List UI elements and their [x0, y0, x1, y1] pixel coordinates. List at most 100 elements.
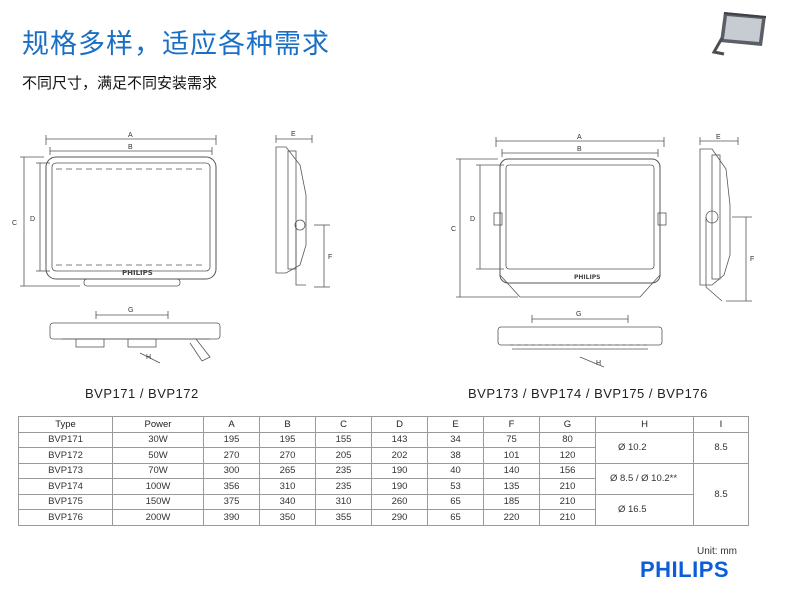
- col-header: A: [203, 416, 260, 433]
- col-header: Type: [18, 416, 113, 433]
- cell-b: 340: [259, 493, 316, 510]
- cell-d: 202: [371, 447, 428, 464]
- cell-power: 100W: [112, 478, 204, 495]
- dim-label-left-e: E: [291, 131, 296, 138]
- cell-a: 375: [203, 493, 260, 510]
- cell-c: 310: [315, 493, 372, 510]
- right-brand-mark: PHILIPS: [574, 274, 600, 281]
- cell-c: 155: [315, 431, 372, 448]
- philips-logo: PHILIPS: [640, 557, 730, 582]
- dim-label-left-f: F: [328, 254, 332, 261]
- dim-label-right-d: D: [470, 216, 475, 223]
- cell-d: 290: [371, 509, 428, 526]
- dimension-drawings: PHILIPS PHILIPS: [12, 131, 754, 368]
- cell-d: 260: [371, 493, 428, 510]
- cell-power: 30W: [112, 431, 204, 448]
- cell-d: 143: [371, 431, 428, 448]
- dim-label-right-h: H: [596, 360, 601, 367]
- cell-c: 235: [315, 462, 372, 479]
- cell-e: 40: [427, 462, 484, 479]
- cell-type: BVP172: [18, 447, 113, 464]
- cell-type: BVP175: [18, 493, 113, 510]
- dim-label-left-g: G: [128, 307, 133, 314]
- col-header: E: [427, 416, 484, 433]
- cell-g: 210: [539, 493, 596, 510]
- cell-e: 65: [427, 493, 484, 510]
- cell-a: 270: [203, 447, 260, 464]
- cell-power: 70W: [112, 462, 204, 479]
- cell-h: Ø 16.5: [595, 493, 694, 526]
- cell-f: 101: [483, 447, 540, 464]
- caption-bvp171-172: BVP171 / BVP172: [85, 386, 199, 401]
- cell-i: 8.5: [693, 462, 749, 526]
- spec-table: Type Power A B C D E F G H I BVP171 30W …: [18, 416, 749, 526]
- dim-label-right-c: C: [451, 226, 456, 233]
- table-row: BVP172 50W 270 270 205 202 38 101 120: [18, 447, 749, 464]
- page-subtitle: 不同尺寸，满足不同安装需求: [22, 74, 218, 92]
- cell-g: 210: [539, 478, 596, 495]
- cell-i: 8.5: [693, 431, 749, 464]
- dim-label-left-d: D: [30, 216, 35, 223]
- table-row: BVP175 150W 375 340 310 260 65 185 210 Ø…: [18, 493, 749, 526]
- col-header: D: [371, 416, 428, 433]
- cell-a: 356: [203, 478, 260, 495]
- cell-h: Ø 8.5 / Ø 10.2**: [595, 462, 694, 495]
- unit-label: Unit: mm: [697, 546, 737, 557]
- page-title: 规格多样，适应各种需求: [22, 29, 330, 60]
- cell-d: 190: [371, 478, 428, 495]
- cell-a: 195: [203, 431, 260, 448]
- dim-label-left-a: A: [128, 132, 133, 139]
- col-header: F: [483, 416, 540, 433]
- cell-b: 350: [259, 509, 316, 526]
- cell-power: 200W: [112, 509, 204, 526]
- dim-label-right-g: G: [576, 311, 581, 318]
- col-header: G: [539, 416, 596, 433]
- left-side-view: [275, 135, 330, 288]
- col-header: Power: [112, 416, 204, 433]
- cell-g: 210: [539, 509, 596, 526]
- right-bottom-view: [497, 315, 663, 368]
- cell-b: 265: [259, 462, 316, 479]
- table-row: BVP176 200W 390 350 355 290 65 220 210: [18, 509, 749, 526]
- dimension-letters: AB CD EF GH AB CD EF GH: [12, 131, 754, 367]
- cell-c: 205: [315, 447, 372, 464]
- cell-g: 120: [539, 447, 596, 464]
- cell-a: 390: [203, 509, 260, 526]
- cell-e: 53: [427, 478, 484, 495]
- right-front-view: PHILIPS: [456, 137, 667, 298]
- cell-f: 185: [483, 493, 540, 510]
- cell-f: 135: [483, 478, 540, 495]
- cell-d: 190: [371, 462, 428, 479]
- dim-label-left-c: C: [12, 220, 17, 227]
- cell-f: 75: [483, 431, 540, 448]
- cell-c: 235: [315, 478, 372, 495]
- dim-label-right-b: B: [577, 146, 582, 153]
- col-header: I: [693, 416, 749, 433]
- cell-type: BVP176: [18, 509, 113, 526]
- cell-b: 195: [259, 431, 316, 448]
- cell-power: 150W: [112, 493, 204, 510]
- cell-e: 34: [427, 431, 484, 448]
- cell-f: 220: [483, 509, 540, 526]
- cell-f: 140: [483, 462, 540, 479]
- cell-type: BVP174: [18, 478, 113, 495]
- left-brand-mark: PHILIPS: [122, 269, 153, 277]
- cell-g: 80: [539, 431, 596, 448]
- cell-h: Ø 10.2: [595, 431, 694, 464]
- dim-label-right-a: A: [577, 134, 582, 141]
- floodlight-product-icon: [711, 12, 766, 56]
- table-row: BVP173 70W 300 265 235 190 40 140 156 Ø …: [18, 462, 749, 526]
- left-bottom-view: [49, 311, 221, 364]
- cell-a: 300: [203, 462, 260, 479]
- dim-label-left-h: H: [146, 354, 151, 361]
- cell-type: BVP171: [18, 431, 113, 448]
- left-front-view: PHILIPS: [20, 135, 217, 287]
- table-row: BVP171 30W 195 195 155 143 34 75 80 Ø 10…: [18, 431, 749, 464]
- col-header: B: [259, 416, 316, 433]
- dim-label-left-b: B: [128, 144, 133, 151]
- cell-e: 38: [427, 447, 484, 464]
- col-header: H: [595, 416, 694, 433]
- cell-c: 355: [315, 509, 372, 526]
- cell-power: 50W: [112, 447, 204, 464]
- cell-type: BVP173: [18, 462, 113, 479]
